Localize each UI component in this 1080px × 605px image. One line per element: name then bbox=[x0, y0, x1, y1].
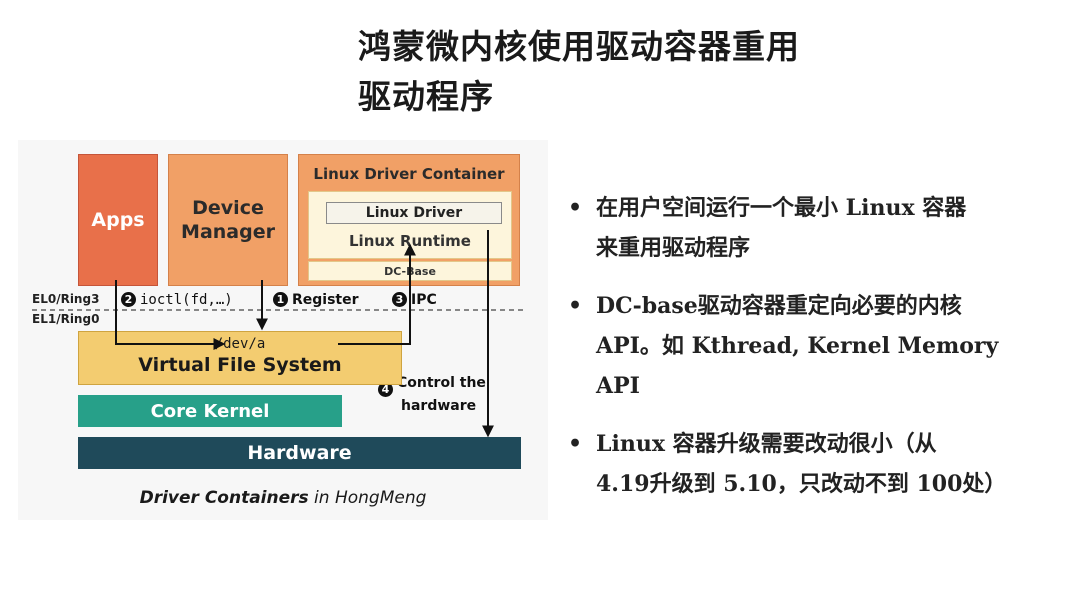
dc-base-box: DC-Base bbox=[308, 261, 512, 281]
device-manager-box: Device Manager bbox=[168, 154, 288, 286]
control-hardware-line-1: Control the bbox=[397, 375, 486, 391]
core-kernel-box: Core Kernel bbox=[78, 395, 342, 427]
step-4-label: 4 Control the hardware bbox=[378, 374, 486, 415]
step-3-label: 3 IPC bbox=[392, 292, 437, 308]
ipc-label: IPC bbox=[411, 292, 437, 308]
virtual-file-system-box: /dev/a Virtual File System bbox=[78, 331, 402, 385]
title-line-1: 鸿蒙微内核使用驱动容器重用 bbox=[358, 27, 800, 66]
ioctl-call: ioctl(fd,…) bbox=[140, 292, 233, 308]
linux-driver-container-box: Linux Driver Container Linux Driver Linu… bbox=[298, 154, 520, 286]
dev-a-label: /dev/a bbox=[214, 336, 266, 352]
device-manager-label-2: Manager bbox=[181, 221, 275, 243]
apps-label: Apps bbox=[91, 209, 145, 231]
bullet-3-line-2: 4.19升级到 5.10，只改动不到 100处） bbox=[596, 471, 1007, 497]
bullet-item: • DC-base驱动容器重定向必要的内核 API。如 Kthread, Ker… bbox=[568, 286, 1048, 406]
bullet-item: • Linux 容器升级需要改动很小（从 4.19升级到 5.10，只改动不到 … bbox=[568, 424, 1048, 504]
step-1-label: 1 Register bbox=[273, 292, 359, 308]
bullet-3-line-1: Linux 容器升级需要改动很小（从 bbox=[596, 431, 937, 457]
core-kernel-label: Core Kernel bbox=[150, 400, 270, 422]
el0-ring3-label: EL0/Ring3 bbox=[32, 292, 100, 306]
bullet-dot-icon: • bbox=[568, 195, 583, 221]
el1-ring0-label: EL1/Ring0 bbox=[32, 312, 100, 326]
linux-runtime-label: Linux Runtime bbox=[349, 232, 471, 250]
linux-driver-box: Linux Driver bbox=[326, 202, 502, 224]
register-label: Register bbox=[292, 292, 359, 308]
step-4-badge: 4 bbox=[378, 382, 393, 397]
bullet-1-line-1: 在用户空间运行一个最小 Linux 容器 bbox=[596, 195, 967, 221]
bullet-dot-icon: • bbox=[568, 431, 583, 457]
apps-box: Apps bbox=[78, 154, 158, 286]
hardware-label: Hardware bbox=[247, 442, 352, 464]
step-1-badge: 1 bbox=[273, 292, 288, 307]
slide-title: 鸿蒙微内核使用驱动容器重用 驱动程序 bbox=[358, 22, 918, 122]
step-2-label: 2 ioctl(fd,…) bbox=[121, 292, 233, 308]
bullet-dot-icon: • bbox=[568, 293, 583, 319]
control-hardware-line-2: hardware bbox=[401, 398, 477, 414]
step-2-badge: 2 bbox=[121, 292, 136, 307]
diagram-caption: Driver Containers in HongMeng bbox=[18, 488, 548, 508]
bullet-list: • 在用户空间运行一个最小 Linux 容器 来重用驱动程序 • DC-base… bbox=[568, 188, 1048, 522]
bullet-2-line-2: API。如 Kthread, Kernel Memory bbox=[596, 333, 999, 359]
driver-container-diagram: Apps Device Manager Linux Driver Contain… bbox=[18, 140, 548, 520]
hardware-box: Hardware bbox=[78, 437, 521, 469]
bullet-item: • 在用户空间运行一个最小 Linux 容器 来重用驱动程序 bbox=[568, 188, 1048, 268]
title-line-2: 驱动程序 bbox=[358, 77, 494, 116]
caption-bold: Driver Containers bbox=[139, 488, 309, 508]
bullet-1-line-2: 来重用驱动程序 bbox=[596, 235, 751, 261]
device-manager-label-1: Device bbox=[192, 197, 264, 219]
linux-driver-container-title: Linux Driver Container bbox=[313, 165, 505, 183]
virtual-file-system-label: Virtual File System bbox=[138, 354, 342, 376]
bullet-2-line-1: DC-base驱动容器重定向必要的内核 bbox=[596, 293, 962, 319]
step-3-badge: 3 bbox=[392, 292, 407, 307]
caption-rest: in HongMeng bbox=[308, 488, 427, 508]
bullet-2-line-3: API bbox=[596, 373, 640, 399]
linux-runtime-box: Linux Driver Linux Runtime bbox=[308, 191, 512, 259]
